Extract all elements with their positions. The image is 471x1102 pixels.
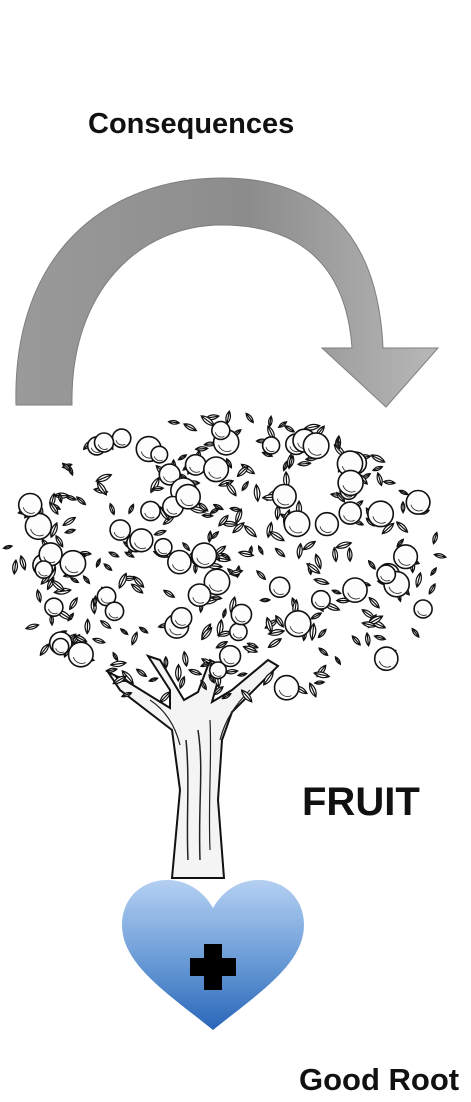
fruit-label: FRUIT — [302, 780, 420, 825]
good-root-label: Good Root — [299, 1062, 459, 1098]
consequences-label: Consequences — [88, 108, 294, 141]
